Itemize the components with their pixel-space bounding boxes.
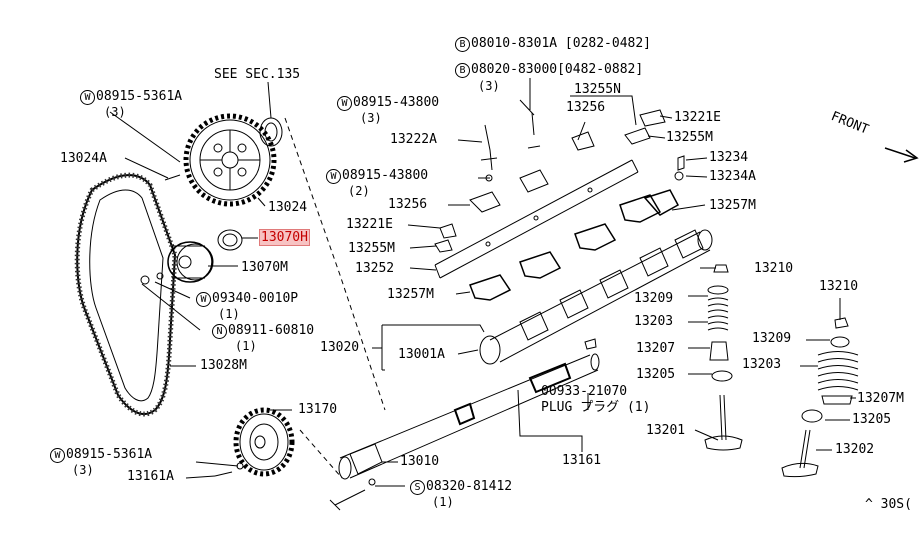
callout-13210-b[interactable]: 13210 [819, 279, 859, 294]
cam-sprocket [183, 113, 277, 207]
callout-13020[interactable]: 13020 [320, 340, 360, 355]
diagram-code: ^ 30S( [865, 497, 912, 512]
rocker-shaft [434, 159, 639, 279]
washer-w-icon: W [326, 169, 341, 184]
leader-lines [109, 78, 856, 487]
qty-08915-5361A-bot: (3) [72, 463, 94, 477]
timing-belt [74, 172, 178, 417]
bolt-b-icon: B [455, 37, 470, 52]
callout-13210-a[interactable]: 13210 [754, 261, 794, 276]
callout-13257M-top[interactable]: 13257M [709, 198, 756, 213]
callout-00933-21070[interactable]: 00933-21070 [541, 384, 628, 399]
screw-s-icon: S [410, 480, 425, 495]
callout-13203-a[interactable]: 13203 [634, 314, 674, 329]
qty-08320: (1) [432, 495, 454, 509]
callout-13234[interactable]: 13234 [709, 150, 749, 165]
qty-09340: (1) [218, 307, 240, 321]
plug-note: PLUG プラグ (1) [541, 400, 651, 415]
callout-13207-a[interactable]: 13207 [636, 341, 676, 356]
callout-13161[interactable]: 13161 [562, 453, 602, 468]
valve-assembly-1 [704, 264, 743, 451]
callout-13024[interactable]: 13024 [268, 200, 308, 215]
washer-w-icon: W [50, 448, 65, 463]
washer-w-icon: W [196, 292, 211, 307]
callout-13024A[interactable]: 13024A [60, 151, 107, 166]
callout-13256-mid[interactable]: 13256 [388, 197, 428, 212]
qty-08915-43800-a: (3) [360, 111, 382, 125]
callout-13221E-mid[interactable]: 13221E [346, 217, 393, 232]
highlighted-part: 13070H [259, 229, 310, 246]
washer-w-icon: W [80, 90, 95, 105]
camshaft [479, 229, 713, 365]
callout-13010[interactable]: 13010 [400, 454, 440, 469]
callout-13252[interactable]: 13252 [355, 261, 395, 276]
nut-n-icon: N [212, 324, 227, 339]
qty-08915-43800-b: (2) [348, 184, 370, 198]
front-arrow [884, 147, 919, 163]
qty-08915-5361A-top: (3) [104, 105, 126, 119]
callout-13255N[interactable]: 13255N [574, 82, 621, 97]
seal-parts [217, 81, 283, 251]
callout-13028M[interactable]: 13028M [200, 358, 247, 373]
callout-13203-b[interactable]: 13203 [742, 357, 782, 372]
see-section-note: SEE SEC.135 [214, 67, 301, 82]
callout-13222A[interactable]: 13222A [390, 132, 437, 147]
callout-13255M-mid[interactable]: 13255M [348, 241, 395, 256]
washer-w-icon: W [337, 96, 352, 111]
callout-13170[interactable]: 13170 [298, 402, 338, 417]
callout-13070M[interactable]: 13070M [241, 260, 288, 275]
lower-sprocket [214, 407, 295, 477]
bolt-b-icon: B [455, 63, 470, 78]
callout-13201[interactable]: 13201 [646, 423, 686, 438]
valve-assembly-2 [781, 317, 859, 478]
callout-13207M[interactable]: 13207M [857, 391, 904, 406]
callout-13161A[interactable]: 13161A [127, 469, 174, 484]
dashed-lines [284, 117, 386, 479]
tensioner-pulley [140, 241, 214, 285]
callout-13070H[interactable]: 13070H [259, 229, 310, 246]
callout-13221E-top[interactable]: 13221E [674, 110, 721, 125]
callout-13257M-mid[interactable]: 13257M [387, 287, 434, 302]
brackets [434, 109, 685, 253]
callout-13209-b[interactable]: 13209 [752, 331, 792, 346]
callout-13205-a[interactable]: 13205 [636, 367, 676, 382]
callout-13205-b[interactable]: 13205 [852, 412, 892, 427]
qty-08911: (1) [235, 339, 257, 353]
qty-08020: (3) [478, 79, 500, 93]
rocker-arms [469, 189, 680, 301]
callout-13001A[interactable]: 13001A [398, 347, 445, 362]
callout-13209-a[interactable]: 13209 [634, 291, 674, 306]
callout-13255M-top[interactable]: 13255M [666, 130, 713, 145]
callout-13256-top[interactable]: 13256 [566, 100, 606, 115]
callout-13202[interactable]: 13202 [835, 442, 875, 457]
callout-13234A[interactable]: 13234A [709, 169, 756, 184]
